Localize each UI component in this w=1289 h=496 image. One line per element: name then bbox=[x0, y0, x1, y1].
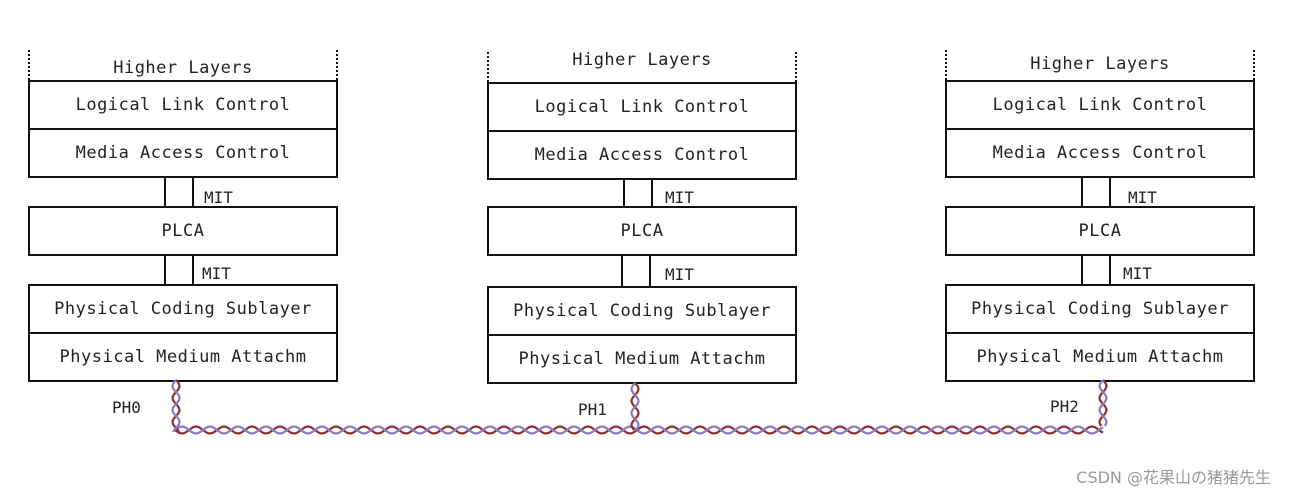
dotted-line-right bbox=[1253, 50, 1255, 80]
dotted-line-left bbox=[487, 52, 489, 82]
plca-label: PLCA bbox=[620, 221, 664, 241]
dotted-line-left bbox=[945, 50, 947, 80]
drop-2-strand-b bbox=[1098, 379, 1108, 427]
dotted-line-left bbox=[28, 50, 30, 80]
mit-upper-label: MIT bbox=[1128, 188, 1157, 207]
phy-label-2: PH2 bbox=[1050, 397, 1079, 416]
mit-lower-label: MIT bbox=[665, 265, 694, 284]
pcs-label: Physical Coding Sublayer bbox=[513, 301, 771, 321]
mit-lower-label: MIT bbox=[1123, 264, 1152, 283]
plca-label: PLCA bbox=[161, 221, 205, 241]
pma-label: Physical Medium Attachm bbox=[518, 349, 766, 369]
mac-label: Media Access Control bbox=[992, 143, 1208, 163]
dotted-line-right bbox=[336, 50, 338, 80]
mit-interface-upper bbox=[623, 180, 653, 206]
plca-box: PLCA bbox=[28, 206, 338, 256]
mit-interface-lower bbox=[621, 256, 651, 286]
plca-box: PLCA bbox=[945, 206, 1255, 256]
plca-label: PLCA bbox=[1078, 221, 1122, 241]
phy-label-0: PH0 bbox=[112, 398, 141, 417]
pcs-label: Physical Coding Sublayer bbox=[54, 299, 312, 319]
higher-layers: Higher Layers bbox=[28, 50, 338, 86]
mit-interface-upper bbox=[164, 178, 194, 206]
pma-box: Physical Medium Attachm bbox=[28, 332, 338, 382]
mit-interface-lower bbox=[164, 256, 194, 284]
higher-layers-label: Higher Layers bbox=[113, 58, 253, 78]
drop-2-strand-a bbox=[1098, 379, 1108, 427]
watermark: CSDN @花果山の猪猪先生 bbox=[1076, 468, 1271, 487]
phy-label-1: PH1 bbox=[578, 400, 607, 419]
higher-layers-label: Higher Layers bbox=[572, 50, 712, 70]
higher-layers: Higher Layers bbox=[945, 50, 1255, 86]
mac-box: Media Access Control bbox=[487, 130, 797, 180]
drop-0-strand-b bbox=[171, 379, 181, 433]
mit-interface-lower bbox=[1081, 256, 1111, 284]
mac-box: Media Access Control bbox=[945, 128, 1255, 178]
mac-label: Media Access Control bbox=[534, 145, 750, 165]
pma-label: Physical Medium Attachm bbox=[59, 347, 307, 367]
higher-layers-label: Higher Layers bbox=[1030, 54, 1170, 74]
higher-layers: Higher Layers bbox=[487, 48, 797, 84]
pma-box: Physical Medium Attachm bbox=[487, 334, 797, 384]
mit-interface-upper bbox=[1081, 178, 1111, 206]
llc-label: Logical Link Control bbox=[75, 95, 291, 115]
twisted-pair-strands bbox=[171, 379, 1108, 435]
pcs-box: Physical Coding Sublayer bbox=[487, 286, 797, 336]
dotted-line-right bbox=[795, 52, 797, 82]
pma-label: Physical Medium Attachm bbox=[976, 347, 1224, 367]
drop-0-strand-a bbox=[171, 379, 181, 433]
plca-box: PLCA bbox=[487, 206, 797, 256]
mit-lower-label: MIT bbox=[202, 264, 231, 283]
mac-label: Media Access Control bbox=[75, 143, 291, 163]
mit-upper-label: MIT bbox=[204, 188, 233, 207]
mit-upper-label: MIT bbox=[665, 188, 694, 207]
bus-strand-b bbox=[174, 425, 1104, 435]
mac-box: Media Access Control bbox=[28, 128, 338, 178]
pma-box: Physical Medium Attachm bbox=[945, 332, 1255, 382]
llc-label: Logical Link Control bbox=[534, 97, 750, 117]
pcs-label: Physical Coding Sublayer bbox=[971, 299, 1229, 319]
drop-1-strand-b bbox=[630, 382, 640, 431]
llc-label: Logical Link Control bbox=[992, 95, 1208, 115]
